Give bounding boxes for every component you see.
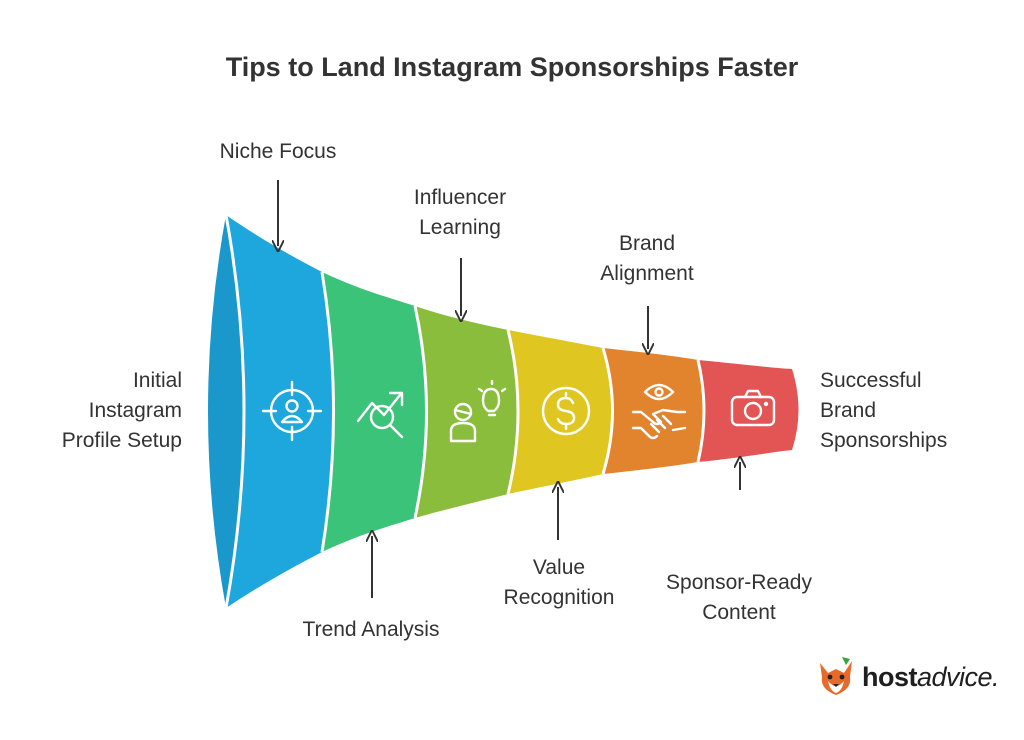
label-successful-sponsorships: Successful Brand Sponsorships [820, 369, 948, 452]
label-sponsor-ready-content: Sponsor-Ready Content [666, 571, 812, 624]
target-user-icon [261, 380, 323, 442]
trend-magnifier-icon [356, 391, 404, 439]
label-brand-alignment: Brand Alignment [600, 232, 694, 285]
segment-trend-analysis [322, 272, 427, 552]
person-idea-icon [449, 379, 507, 443]
handshake-eye-icon [631, 383, 687, 440]
label-influencer-learning: Influencer Learning [413, 186, 507, 239]
segment-brand-alignment [603, 348, 704, 474]
label-initial-setup: Initial Instagram Profile Setup [61, 369, 182, 452]
label-niche-focus: Niche Focus [219, 140, 337, 163]
segment-niche-focus [226, 215, 334, 608]
camera-icon [730, 389, 776, 427]
segment-value-recognition [508, 330, 613, 494]
label-value-recognition: Value Recognition [503, 556, 615, 609]
logo-wordmark: hostadvice. [862, 661, 1000, 692]
dollar-coin-icon [541, 386, 591, 436]
label-trend-analysis: Trend Analysis [302, 618, 440, 641]
hostadvice-logo: hostadvice. [816, 655, 1000, 699]
segment-sponsor-ready-content [698, 360, 799, 462]
page-title: Tips to Land Instagram Sponsorships Fast… [225, 52, 799, 82]
fox-mascot-icon [820, 657, 852, 695]
funnel-mouth [208, 215, 244, 608]
